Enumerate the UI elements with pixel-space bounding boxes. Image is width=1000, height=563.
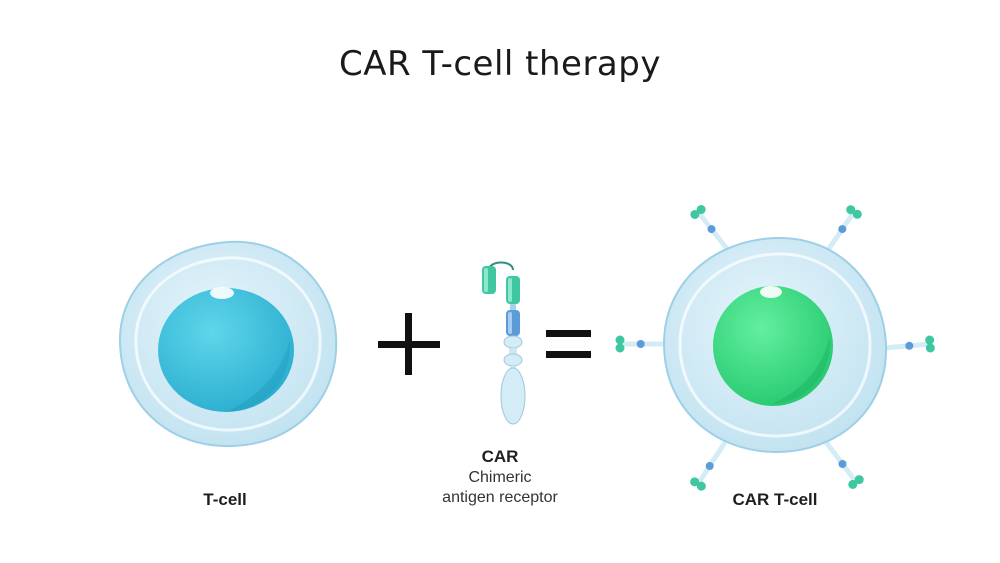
t-cell-membrane-inner — [134, 256, 322, 432]
car-t-cell-receptor — [823, 439, 864, 489]
car-receptor — [482, 261, 526, 425]
page-title: CAR T-cell therapy — [339, 44, 661, 84]
t-cell — [118, 240, 338, 448]
car-t-cell-label: CAR T-cell — [732, 490, 818, 509]
car-t-cell-receptors — [615, 205, 935, 491]
car-label: CAR — [481, 447, 519, 466]
receptor-signal-domain — [500, 367, 526, 425]
car-t-cell-receptor — [881, 335, 935, 353]
car-description-line2: antigen receptor — [442, 489, 558, 506]
t-cell-label: T-cell — [203, 490, 247, 509]
t-cell-nucleus — [158, 288, 294, 412]
t-cell-nucleus-shade — [226, 340, 291, 412]
car-t-cell-nucleus-shine — [760, 286, 782, 298]
t-cell-nucleus-shine — [210, 287, 234, 299]
receptor-transmembrane — [503, 335, 523, 349]
car-t-cell-membrane-inner — [678, 252, 872, 438]
car-t-cell-nucleus-shade — [772, 336, 831, 404]
car-t-cell-receptor — [615, 335, 669, 353]
plus-sign — [378, 313, 440, 375]
equals-sign — [546, 330, 591, 358]
car-description-line1: Chimeric — [468, 469, 532, 486]
car-t-cell-receptor — [825, 205, 862, 253]
car-t-cell-receptor — [690, 205, 731, 253]
car-t-cell-nucleus — [713, 286, 833, 406]
car-t-cell-receptor — [690, 441, 727, 491]
car-t-cell — [662, 236, 888, 454]
